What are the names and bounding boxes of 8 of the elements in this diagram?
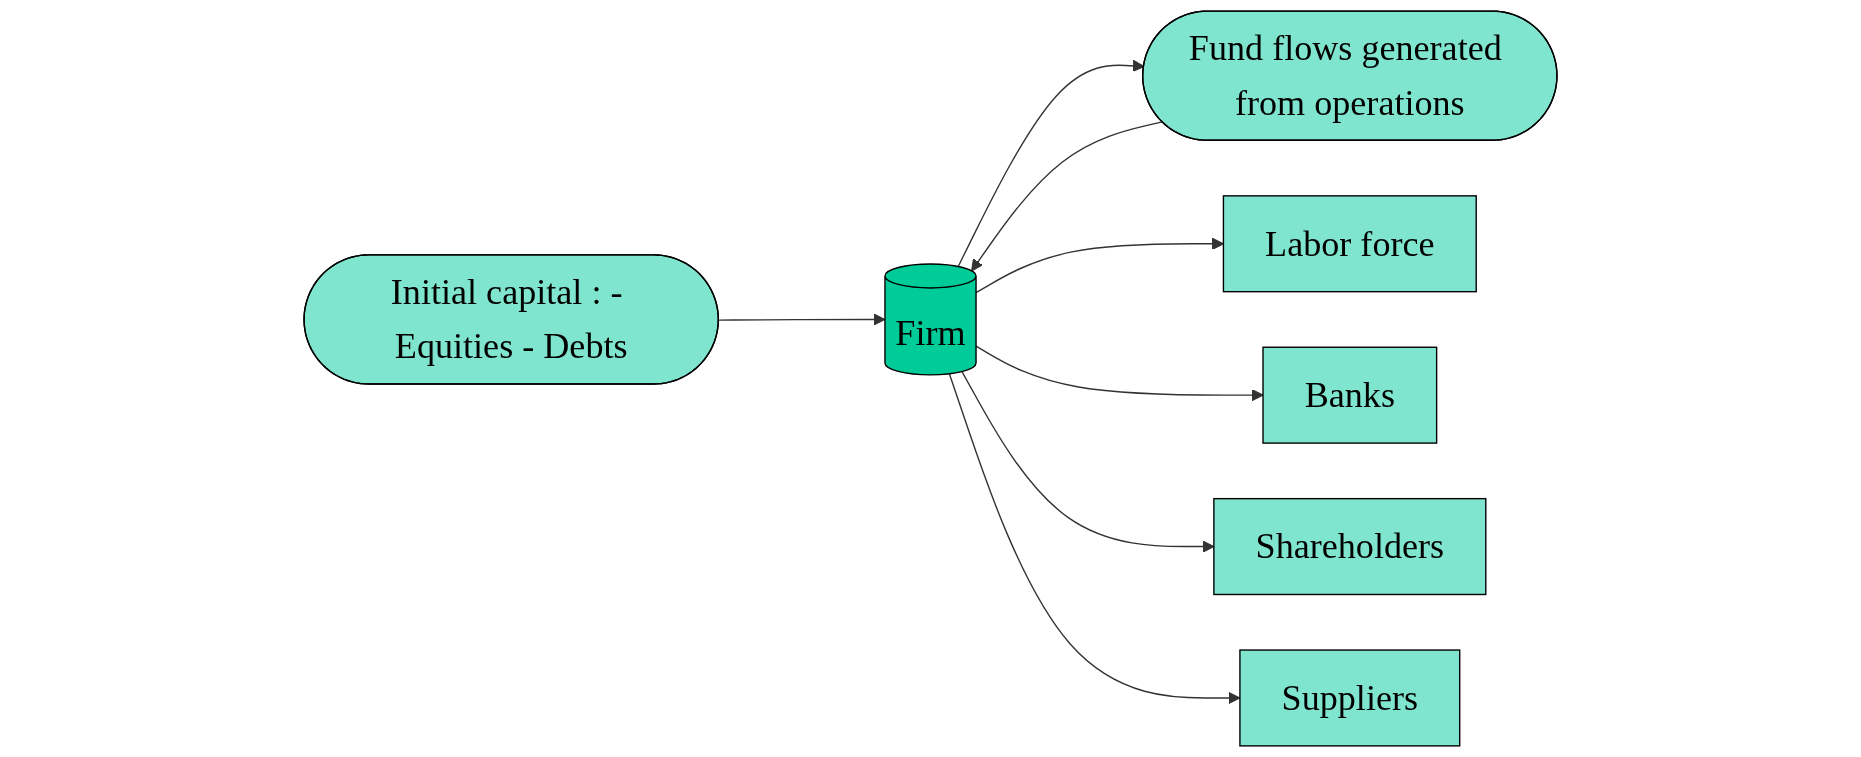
- node-box: Labor force: [1222, 195, 1477, 293]
- arrow: [975, 345, 1264, 402]
- arrow: [718, 313, 886, 326]
- node-box: Banks: [1262, 346, 1438, 444]
- node-box: Suppliers: [1239, 649, 1461, 747]
- arrow: [975, 237, 1224, 294]
- node-box: Shareholders: [1213, 497, 1487, 596]
- arrow: [971, 121, 1163, 272]
